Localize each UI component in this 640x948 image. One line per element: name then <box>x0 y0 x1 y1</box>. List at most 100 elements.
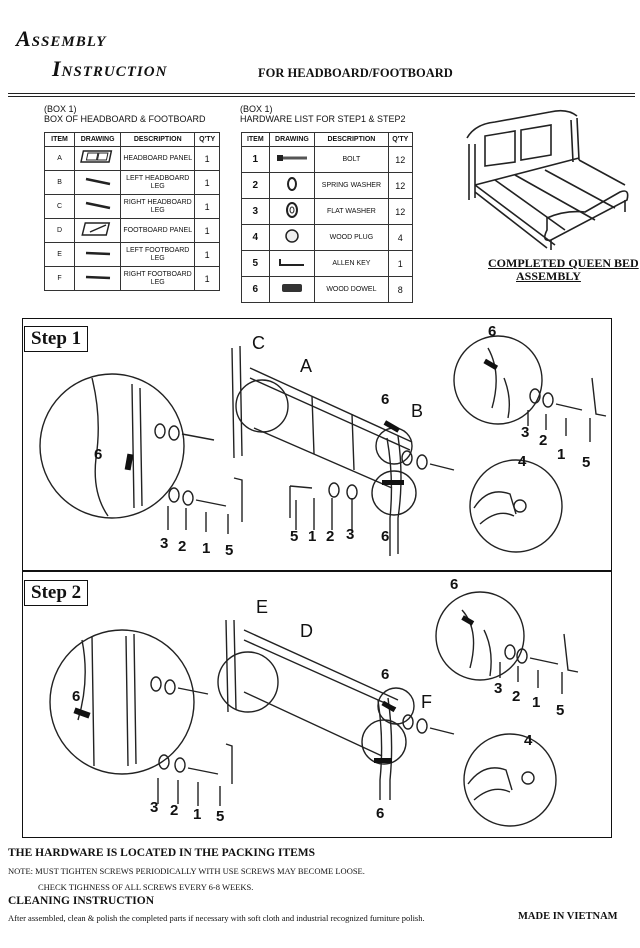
box1-description: LEFT FOOTBOARD LEG <box>120 242 196 267</box>
note-line-1: NOTE: MUST TIGHTEN SCREWS PERIODICALLY W… <box>8 866 365 876</box>
hw-col-item: ITEM <box>241 132 270 147</box>
step2-seqa-1: 3 <box>150 799 159 816</box>
table-row: A HEADBOARD PANEL 1 <box>43 146 220 171</box>
leg-drawing <box>74 242 122 267</box>
step1-seqa-2: 2 <box>178 538 187 555</box>
step1-seqb-4: 3 <box>346 526 355 543</box>
hw-item: 5 <box>241 250 270 277</box>
hardware-label-line2: HARDWARE LIST FOR STEP1 & STEP2 <box>240 114 406 124</box>
hw-col-drawing: DRAWING <box>268 132 316 147</box>
hw-description: SPRING WASHER <box>314 172 389 199</box>
hw-qty: 12 <box>387 146 414 173</box>
table-row: F RIGHT FOOTBOARD LEG 1 <box>43 266 220 291</box>
step2-label: Step 2 <box>24 580 89 606</box>
hw-item: 4 <box>241 224 270 251</box>
step1-seqa-3: 1 <box>202 540 211 557</box>
step1-seqc-2: 2 <box>539 432 548 449</box>
leg-drawing <box>74 170 122 195</box>
step1-seqa-4: 5 <box>225 542 234 559</box>
step1-seqb-1: 5 <box>290 528 299 545</box>
made-in-label: MADE IN VIETNAM <box>518 911 618 922</box>
hardware-label-line1: (BOX 1) <box>240 104 273 114</box>
step2-num-6-circle: 6 <box>450 576 459 593</box>
step2-panel <box>22 570 612 838</box>
step2-num-4: 4 <box>524 732 533 749</box>
step1-num-6-left: 6 <box>94 446 103 463</box>
header-subtitle: FOR HEADBOARD/FOOTBOARD <box>258 66 453 80</box>
box1-description: HEADBOARD PANEL <box>120 146 196 171</box>
hw-item: 1 <box>241 146 270 173</box>
step2-seqc-4: 5 <box>556 702 565 719</box>
hw-item: 3 <box>241 198 270 225</box>
hw-qty: 4 <box>387 224 414 251</box>
completed-caption-line2: ASSEMBLY <box>516 269 581 283</box>
header-rule-2 <box>8 96 635 97</box>
box1-table: ITEM DRAWING DESCRIPTION Q'TY A HEADBOAR… <box>43 132 220 291</box>
box1-qty: 1 <box>194 242 220 267</box>
step1-seqa-1: 3 <box>160 535 169 552</box>
table-row: D FOOTBOARD PANEL 1 <box>43 218 220 243</box>
hw-item: 2 <box>241 172 270 199</box>
table-row: C RIGHT HEADBOARD LEG 1 <box>43 194 220 219</box>
bolt-icon <box>268 146 316 173</box>
hw-item: 6 <box>241 276 270 303</box>
box1-col-qty: Q'TY <box>194 132 220 147</box>
hw-description: WOOD DOWEL <box>314 276 389 303</box>
hw-col-description: DESCRIPTION <box>314 132 389 147</box>
step2-letter-e: E <box>256 597 269 617</box>
wood-plug-icon <box>268 224 316 251</box>
step2-seqc-3: 1 <box>532 694 541 711</box>
box1-header-row: ITEM DRAWING DESCRIPTION Q'TY <box>43 132 220 147</box>
cleaning-text: After assembled, clean & polish the comp… <box>8 913 425 923</box>
header-rule <box>8 93 635 94</box>
wood-dowel-icon <box>268 276 316 303</box>
box1-description: LEFT HEADBOARD LEG <box>120 170 196 195</box>
box1-description: RIGHT HEADBOARD LEG <box>120 194 196 219</box>
table-row: 5 ALLEN KEY 1 <box>241 250 414 277</box>
box1-label-line1: (BOX 1) <box>44 104 77 114</box>
panel-drawing <box>74 218 122 243</box>
box1-item: A <box>43 146 76 171</box>
title-instruction: Instruction <box>52 56 168 81</box>
cleaning-heading: CLEANING INSTRUCTION <box>8 895 155 907</box>
step2-letter-f: F <box>421 692 432 712</box>
completed-caption-line1: COMPLETED QUEEN BED <box>488 256 639 270</box>
box1-qty: 1 <box>194 266 220 291</box>
table-row: 2 SPRING WASHER 12 <box>241 172 414 199</box>
hw-qty: 12 <box>387 172 414 199</box>
step1-num-6-bottom: 6 <box>381 528 390 545</box>
title-line-1: Assembly <box>16 26 106 52</box>
box1-item: F <box>43 266 76 291</box>
step1-seqc-4: 5 <box>582 454 591 471</box>
panel-drawing <box>74 146 122 171</box>
step2-drawing <box>49 591 579 827</box>
box1-qty: 1 <box>194 146 220 171</box>
box1-label: (BOX 1) BOX OF HEADBOARD & FOOTBOARD <box>44 104 206 124</box>
step2-num-6-left: 6 <box>72 688 81 705</box>
step2-num-6-mid: 6 <box>381 666 390 683</box>
table-row: E LEFT FOOTBOARD LEG 1 <box>43 242 220 267</box>
step1-num-4: 4 <box>518 453 527 470</box>
leg-drawing <box>74 194 122 219</box>
step1-letter-c: C <box>252 333 265 353</box>
zoom-circle <box>49 629 195 775</box>
hw-qty: 12 <box>387 198 414 225</box>
hardware-header-row: ITEM DRAWING DESCRIPTION Q'TY <box>241 132 414 147</box>
box1-description: FOOTBOARD PANEL <box>120 218 196 243</box>
hw-description: BOLT <box>314 146 389 173</box>
step1-num-6-circle: 6 <box>488 323 497 340</box>
title-assembly: Assembly <box>16 26 107 51</box>
step2-seqc-2: 2 <box>512 688 521 705</box>
box1-qty: 1 <box>194 170 220 195</box>
step1-letter-a: A <box>300 356 313 376</box>
leg-drawing <box>74 266 122 291</box>
hardware-location-heading: THE HARDWARE IS LOCATED IN THE PACKING I… <box>8 847 316 859</box>
step1-seqc-1: 3 <box>521 424 530 441</box>
hw-col-qty: Q'TY <box>387 132 414 147</box>
table-row: B LEFT HEADBOARD LEG 1 <box>43 170 220 195</box>
table-row: 3 FLAT WASHER 12 <box>241 198 414 225</box>
hardware-table: ITEM DRAWING DESCRIPTION Q'TY 1 BOLT 12 … <box>241 132 414 303</box>
note-line-2: CHECK TIGHNESS OF ALL SCREWS EVERY 6-8 W… <box>38 882 254 892</box>
step1-label: Step 1 <box>24 326 89 352</box>
step2-seqa-3: 1 <box>193 806 202 823</box>
